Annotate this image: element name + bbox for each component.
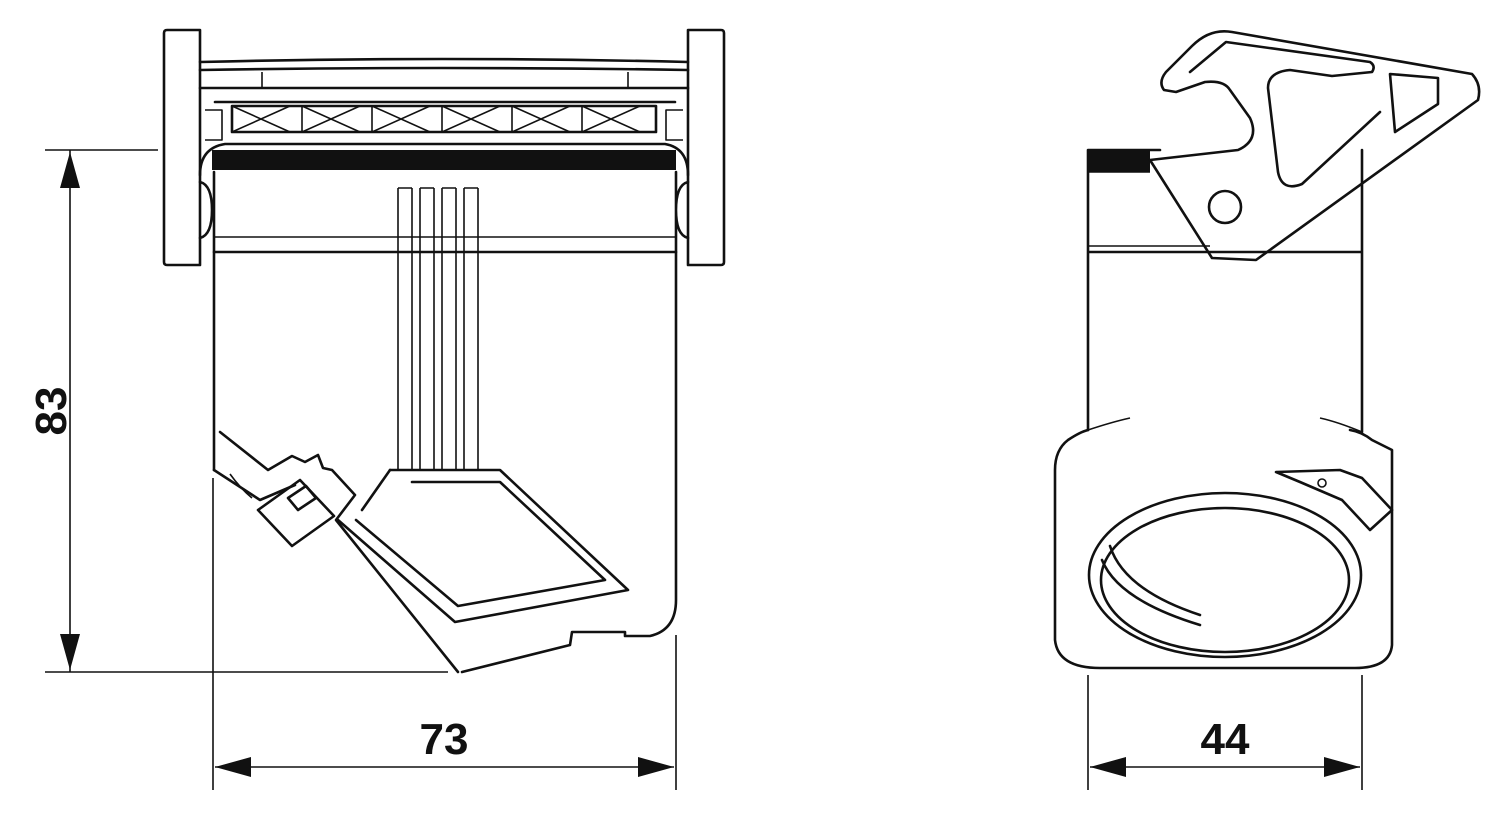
dimension-label-44: 44: [1201, 715, 1250, 764]
right-flange: [686, 28, 726, 267]
seal-band: [212, 150, 676, 170]
hood-body: [198, 170, 690, 254]
rib-lattice: [205, 104, 683, 141]
vertical-ribs: [397, 187, 479, 470]
dimension-label-83: 83: [27, 387, 76, 436]
side-view: [1053, 30, 1481, 670]
dimension-label-73: 73: [420, 715, 469, 764]
side-seal-band: [1088, 150, 1150, 172]
dimension-83: 83: [27, 149, 448, 673]
cable-opening-outer: [1087, 491, 1363, 659]
lever-pivot: [1207, 189, 1243, 225]
dimension-73: 73: [212, 478, 677, 790]
top-frame: [198, 57, 690, 104]
cable-entry-angled: [212, 430, 630, 674]
front-view: [162, 28, 726, 674]
dimension-44: 44: [1087, 675, 1363, 790]
left-flange: [162, 28, 202, 267]
side-body: [1086, 148, 1364, 434]
locking-lever: [1148, 30, 1481, 262]
side-cable-entry: [1053, 417, 1394, 670]
